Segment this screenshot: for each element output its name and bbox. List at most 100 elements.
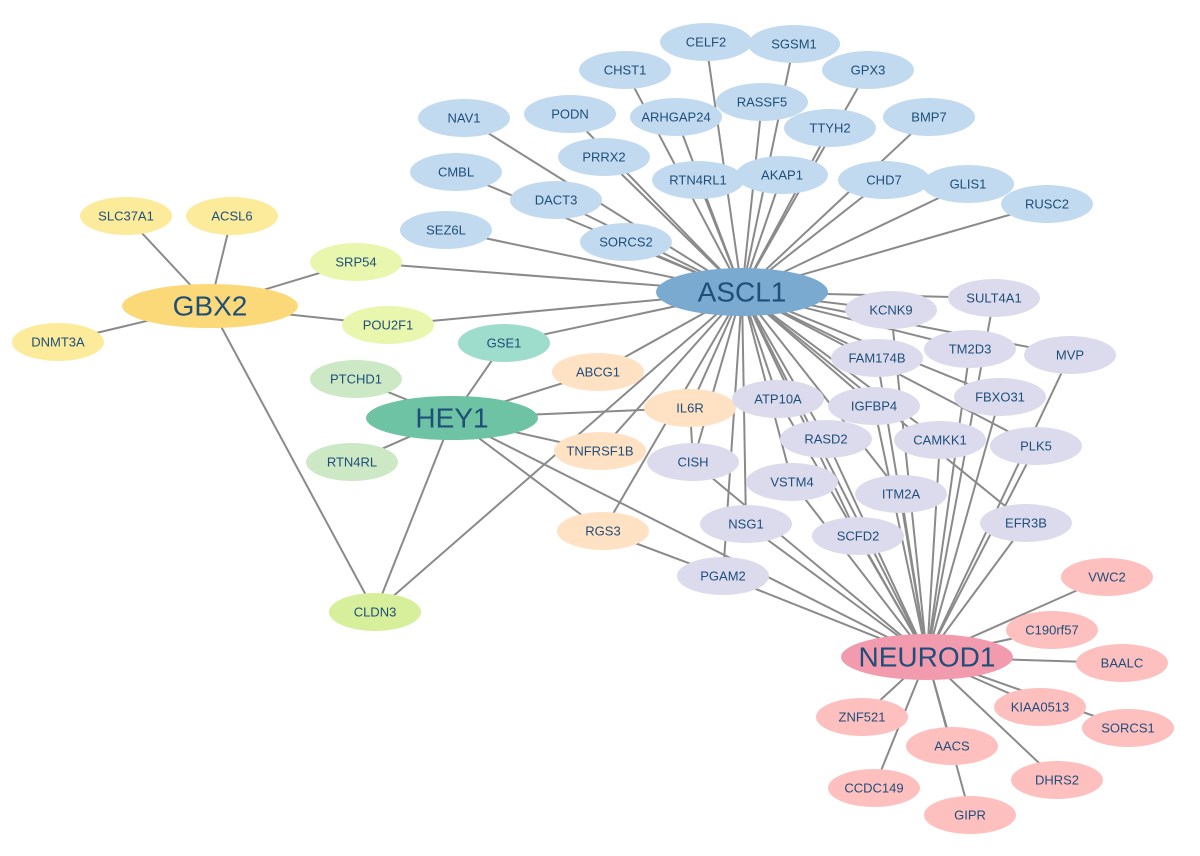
node-label-rusc2: RUSC2 <box>1025 197 1069 212</box>
node-shape-gpx3 <box>822 51 914 89</box>
node-scfd2[interactable]: SCFD2 <box>812 517 904 555</box>
node-label-znf521: ZNF521 <box>839 710 886 725</box>
node-label-fam174b: FAM174B <box>848 351 905 366</box>
node-prrx2[interactable]: PRRX2 <box>558 138 650 176</box>
node-ttyh2[interactable]: TTYH2 <box>784 109 876 147</box>
node-nav1[interactable]: NAV1 <box>418 99 510 137</box>
node-dhrs2[interactable]: DHRS2 <box>1011 761 1103 799</box>
node-camkk1[interactable]: CAMKK1 <box>894 421 986 459</box>
node-shape-ptchd1 <box>310 360 402 398</box>
node-cldn3[interactable]: CLDN3 <box>329 593 421 631</box>
node-shape-fbxo31 <box>954 378 1046 416</box>
node-label-dact3: DACT3 <box>535 193 578 208</box>
node-slc37a1[interactable]: SLC37A1 <box>80 197 172 235</box>
node-bmp7[interactable]: BMP7 <box>883 98 975 136</box>
edge-neurod1-fbxo31 <box>926 396 1001 658</box>
node-shape-tnfrsf1b <box>554 432 646 470</box>
node-ccdc149[interactable]: CCDC149 <box>828 769 920 807</box>
node-fbxo31[interactable]: FBXO31 <box>954 378 1046 416</box>
node-rassf5[interactable]: RASSF5 <box>716 83 808 121</box>
node-tnfrsf1b[interactable]: TNFRSF1B <box>554 432 646 470</box>
node-label-kcnk9: KCNK9 <box>869 303 912 318</box>
node-mvp[interactable]: MVP <box>1024 336 1116 374</box>
node-znf521[interactable]: ZNF521 <box>816 698 908 736</box>
node-shape-rasd2 <box>780 420 872 458</box>
node-vwc2[interactable]: VWC2 <box>1061 558 1153 596</box>
node-sorcs1[interactable]: SORCS1 <box>1082 709 1174 747</box>
node-shape-sorcs2 <box>580 223 672 261</box>
node-shape-kiaa0513 <box>994 688 1086 726</box>
node-plk5[interactable]: PLK5 <box>990 427 1082 465</box>
node-label-sult4a1: SULT4A1 <box>966 291 1021 306</box>
node-label-ascl1: ASCL1 <box>698 277 787 308</box>
node-abcg1[interactable]: ABCG1 <box>552 353 644 391</box>
node-kiaa0513[interactable]: KIAA0513 <box>994 688 1086 726</box>
node-igfbp4[interactable]: IGFBP4 <box>828 387 920 425</box>
node-hey1[interactable]: HEY1 <box>366 396 538 440</box>
node-rasd2[interactable]: RASD2 <box>780 420 872 458</box>
node-chd7[interactable]: CHD7 <box>838 161 930 199</box>
node-label-celf2: CELF2 <box>686 35 726 50</box>
node-itm2a[interactable]: ITM2A <box>855 475 947 513</box>
node-sult4a1[interactable]: SULT4A1 <box>948 279 1040 317</box>
node-c19orf57[interactable]: C190rf57 <box>1006 611 1098 649</box>
node-gpx3[interactable]: GPX3 <box>822 51 914 89</box>
node-sez6l[interactable]: SEZ6L <box>400 211 492 249</box>
node-ascl1[interactable]: ASCL1 <box>656 268 828 316</box>
node-cmbl[interactable]: CMBL <box>410 153 502 191</box>
edge-gbx2-cldn3 <box>209 305 376 613</box>
node-rtn4rl[interactable]: RTN4RL <box>306 443 398 481</box>
node-label-acsl6: ACSL6 <box>211 209 252 224</box>
node-nsg1[interactable]: NSG1 <box>700 505 792 543</box>
node-dnmt3a[interactable]: DNMT3A <box>12 323 104 361</box>
node-baalc[interactable]: BAALC <box>1076 644 1168 682</box>
node-acsl6[interactable]: ACSL6 <box>186 197 278 235</box>
node-pou2f1[interactable]: POU2F1 <box>342 306 434 344</box>
node-vstm4[interactable]: VSTM4 <box>746 463 838 501</box>
node-gse1[interactable]: GSE1 <box>458 324 550 362</box>
node-label-akap1: AKAP1 <box>761 168 803 183</box>
node-sorcs2[interactable]: SORCS2 <box>580 223 672 261</box>
node-akap1[interactable]: AKAP1 <box>736 156 828 194</box>
node-label-abcg1: ABCG1 <box>576 365 620 380</box>
node-rusc2[interactable]: RUSC2 <box>1001 185 1093 223</box>
node-gbx2[interactable]: GBX2 <box>122 284 298 328</box>
node-label-chd7: CHD7 <box>866 173 901 188</box>
node-kcnk9[interactable]: KCNK9 <box>845 291 937 329</box>
node-shape-gse1 <box>458 324 550 362</box>
node-shape-celf2 <box>660 23 752 61</box>
node-fam174b[interactable]: FAM174B <box>831 339 923 377</box>
node-label-tnfrsf1b: TNFRSF1B <box>566 444 633 459</box>
node-cish[interactable]: CISH <box>647 443 739 481</box>
node-rtn4rl1[interactable]: RTN4RL1 <box>652 161 744 199</box>
node-label-chst1: CHST1 <box>604 63 647 78</box>
node-tm2d3[interactable]: TM2D3 <box>924 330 1016 368</box>
node-pgam2[interactable]: PGAM2 <box>677 557 769 595</box>
node-atp10a[interactable]: ATP10A <box>732 380 824 418</box>
edge-neurod1-vstm4 <box>791 481 928 658</box>
node-label-efr3b: EFR3B <box>1005 516 1047 531</box>
node-rgs3[interactable]: RGS3 <box>557 512 649 550</box>
node-gipr[interactable]: GIPR <box>924 796 1016 834</box>
node-srp54[interactable]: SRP54 <box>310 243 402 281</box>
node-aacs[interactable]: AACS <box>906 727 998 765</box>
node-efr3b[interactable]: EFR3B <box>980 504 1072 542</box>
node-dact3[interactable]: DACT3 <box>510 181 602 219</box>
node-label-scfd2: SCFD2 <box>837 529 880 544</box>
node-shape-atp10a <box>732 380 824 418</box>
node-glis1[interactable]: GLIS1 <box>922 165 1014 203</box>
node-label-rtn4rl1: RTN4RL1 <box>669 173 727 188</box>
node-neurod1[interactable]: NEUROD1 <box>841 634 1013 680</box>
node-arhgap24[interactable]: ARHGAP24 <box>630 98 722 136</box>
node-sgsm1[interactable]: SGSM1 <box>748 25 840 63</box>
node-chst1[interactable]: CHST1 <box>579 51 671 89</box>
node-shape-chst1 <box>579 51 671 89</box>
node-shape-sgsm1 <box>748 25 840 63</box>
node-ptchd1[interactable]: PTCHD1 <box>310 360 402 398</box>
node-il6r[interactable]: IL6R <box>644 389 736 427</box>
node-celf2[interactable]: CELF2 <box>660 23 752 61</box>
node-shape-rassf5 <box>716 83 808 121</box>
node-podn[interactable]: PODN <box>524 95 616 133</box>
